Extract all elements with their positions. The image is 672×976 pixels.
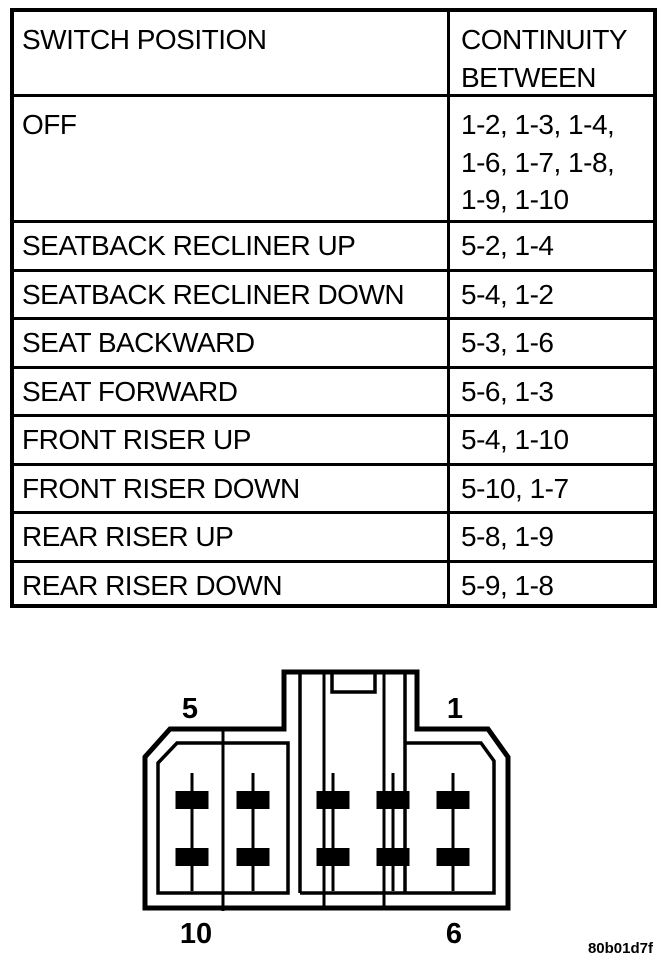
table-row-position: FRONT RISER UP bbox=[14, 417, 450, 466]
table-row-continuity: 5-6, 1-3 bbox=[450, 369, 653, 418]
table-row-position: OFF bbox=[14, 97, 450, 223]
table-row-continuity: 5-9, 1-8 bbox=[461, 569, 554, 601]
table-row-continuity: 5-4, 1-2 bbox=[450, 272, 653, 321]
connector-left-cavity bbox=[156, 741, 290, 895]
pin-label-6: 6 bbox=[446, 918, 462, 950]
pin-label-1: 1 bbox=[447, 693, 463, 725]
table-row-continuity: 1-2, 1-3, 1-4, 1-6, 1-7, 1-8, 1-9, 1-10 bbox=[450, 97, 653, 223]
header-switch-position: SWITCH POSITION bbox=[14, 12, 450, 97]
pin-label-10: 10 bbox=[180, 918, 212, 950]
table-row-position: REAR RISER UP bbox=[14, 514, 450, 563]
connector-diagram: 5 1 10 6 80b01d7f bbox=[142, 669, 654, 957]
table-row-position: SEATBACK RECLINER UP bbox=[14, 223, 450, 272]
table-row-position: SEAT FORWARD bbox=[14, 368, 450, 418]
table-row-continuity: 5-8, 1-9 bbox=[450, 514, 653, 563]
connector-outer-outline bbox=[142, 669, 511, 911]
table-row-continuity: 5-10, 1-7 bbox=[450, 466, 653, 515]
continuity-table: SWITCH POSITION CONTINUITY BETWEEN OFF 1… bbox=[10, 8, 657, 609]
slot-dividers bbox=[221, 672, 386, 911]
connector-right-cavity bbox=[300, 741, 496, 895]
pin-column-1-6 bbox=[436, 773, 470, 891]
header-continuity-between: CONTINUITY BETWEEN bbox=[450, 12, 653, 97]
table-row-position: REAR RISER DOWN bbox=[14, 562, 450, 609]
table-row-continuity: 5-3, 1-6 bbox=[450, 320, 653, 369]
table-row-position: SEATBACK RECLINER DOWN bbox=[14, 271, 450, 321]
pin-column-2-7 bbox=[376, 773, 410, 891]
figure-code: 80b01d7f bbox=[588, 940, 654, 957]
table-row-position: FRONT RISER DOWN bbox=[14, 465, 450, 515]
table-row-position: SEAT BACKWARD bbox=[14, 320, 450, 369]
pin-column-5-10 bbox=[175, 773, 209, 891]
pin-column-3-8 bbox=[316, 773, 350, 891]
pin-label-5: 5 bbox=[182, 693, 198, 725]
pin-column-4-9 bbox=[236, 773, 270, 891]
keying-tab bbox=[330, 670, 377, 694]
table-row-continuity: 5-2, 1-4 bbox=[450, 223, 653, 272]
table-row-continuity: 5-4, 1-10 bbox=[450, 417, 653, 466]
